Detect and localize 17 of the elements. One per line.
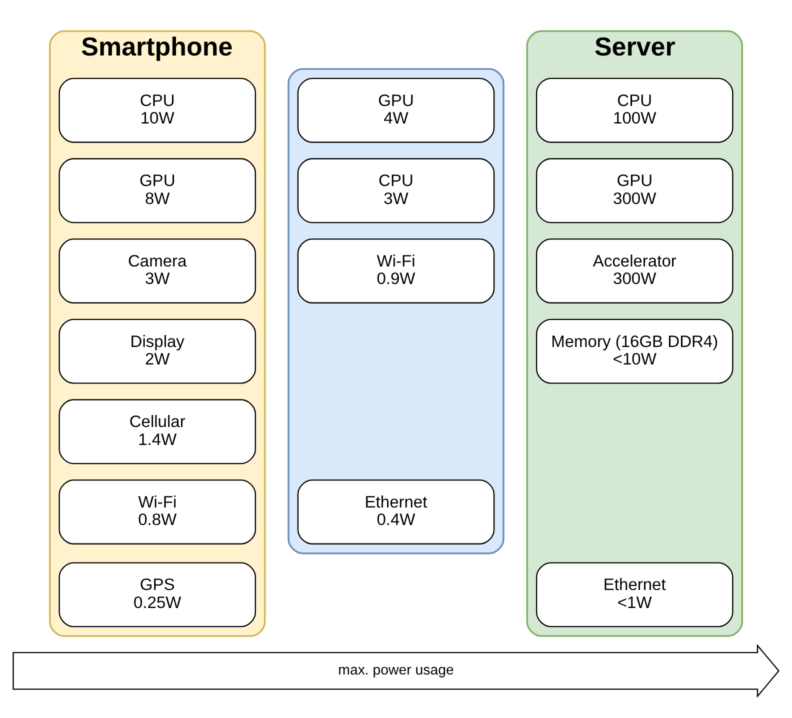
- node-box: Wi-Fi 0.8W: [58, 480, 256, 544]
- node-box: CPU 10W: [58, 78, 256, 143]
- node-box: CPU 100W: [536, 78, 734, 143]
- node-box: GPU 8W: [58, 158, 256, 224]
- node-box: CPU 3W: [297, 158, 495, 224]
- node-box: Camera 3W: [58, 238, 256, 304]
- cluster: [288, 68, 504, 554]
- node-box: Memory (16GB DDR4) <10W: [536, 318, 734, 384]
- node-box: Accelerator 300W: [536, 238, 734, 304]
- node-box: GPS 0.25W: [58, 562, 256, 628]
- node-box: Ethernet <1W: [536, 562, 734, 628]
- node-box: Ethernet 0.4W: [297, 480, 495, 544]
- node-box: Wi-Fi 0.9W: [297, 238, 495, 304]
- node-box: Display 2W: [58, 318, 256, 384]
- node-box: GPU 300W: [536, 158, 734, 224]
- node-box: Cellular 1.4W: [58, 399, 256, 464]
- node-box: GPU 4W: [297, 78, 495, 143]
